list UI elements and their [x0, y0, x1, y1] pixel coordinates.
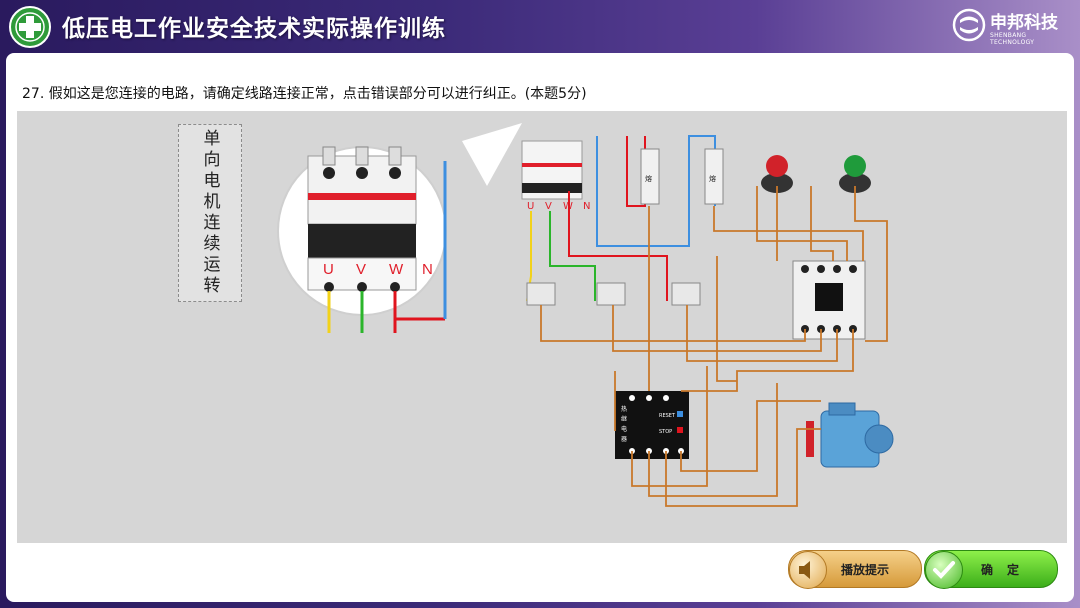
- svg-text:继: 继: [621, 415, 627, 423]
- relay-stop-label: STOP: [659, 429, 672, 435]
- motor[interactable]: [806, 402, 894, 468]
- terminal-block-row[interactable]: [526, 282, 701, 306]
- circuit-diagram: U V W N U V W N: [277, 123, 894, 507]
- svg-text:热: 热: [621, 405, 627, 413]
- magnifier-label-v: V: [356, 261, 366, 278]
- svg-text:器: 器: [621, 436, 627, 443]
- magnifier-label-w: W: [389, 261, 404, 278]
- circuit-canvas: U V W N U V W N: [17, 111, 1067, 543]
- confirm-label: 确定: [981, 563, 1034, 577]
- contactor[interactable]: [792, 260, 866, 340]
- fuse-1[interactable]: 熔: [640, 148, 660, 205]
- brand-subtitle: SHENBANG TECHNOLOGY: [990, 32, 1035, 46]
- svg-text:U: U: [527, 201, 534, 212]
- svg-text:熔: 熔: [645, 174, 652, 183]
- relay-reset-label: RESET: [659, 413, 676, 419]
- control-wires[interactable]: [540, 186, 888, 507]
- svg-text:电: 电: [621, 425, 627, 433]
- start-button[interactable]: [839, 155, 871, 193]
- svg-text:N: N: [583, 201, 590, 212]
- circuit-title: 单向电机连续运转: [199, 129, 220, 297]
- magnifier-label-u: U: [323, 261, 334, 278]
- magnifier-label-n: N: [422, 261, 433, 278]
- thermal-relay[interactable]: 热 继 电 器 RESET STOP: [615, 391, 689, 459]
- shenbang-logo-icon: [952, 8, 986, 42]
- app-title: 低压电工作业安全技术实际操作训练: [62, 15, 446, 42]
- svg-text:熔: 熔: [709, 174, 716, 183]
- main-breaker[interactable]: U V W N: [521, 140, 590, 212]
- speaker-icon: [789, 551, 827, 589]
- brand-logo: 申邦科技 SHENBANG TECHNOLOGY: [952, 6, 1070, 46]
- brand-name: 申邦科技: [990, 13, 1058, 33]
- fuse-2[interactable]: 熔: [704, 148, 724, 205]
- main-panel: 27. 假如这是您连接的电路，请确定线路连接正常，点击错误部分可以进行纠正。(本…: [6, 53, 1074, 602]
- circuit-title-box: 单向电机连续运转: [178, 124, 242, 302]
- confirm-button[interactable]: 确定: [924, 550, 1058, 589]
- question-text: 27. 假如这是您连接的电路，请确定线路连接正常，点击错误部分可以进行纠正。(本…: [22, 86, 587, 102]
- stop-button[interactable]: [761, 155, 793, 193]
- checkmark-icon: [925, 551, 963, 589]
- play-hint-label: 播放提示: [841, 563, 890, 577]
- breaker-magnifier: U V W N: [277, 123, 522, 333]
- app-header: 低压电工作业安全技术实际操作训练 申邦科技 SHENBANG TECHNOLOG…: [0, 0, 1080, 52]
- play-hint-button[interactable]: 播放提示: [788, 550, 922, 589]
- safety-cross-logo-icon: [9, 6, 51, 48]
- svg-text:V: V: [545, 201, 552, 212]
